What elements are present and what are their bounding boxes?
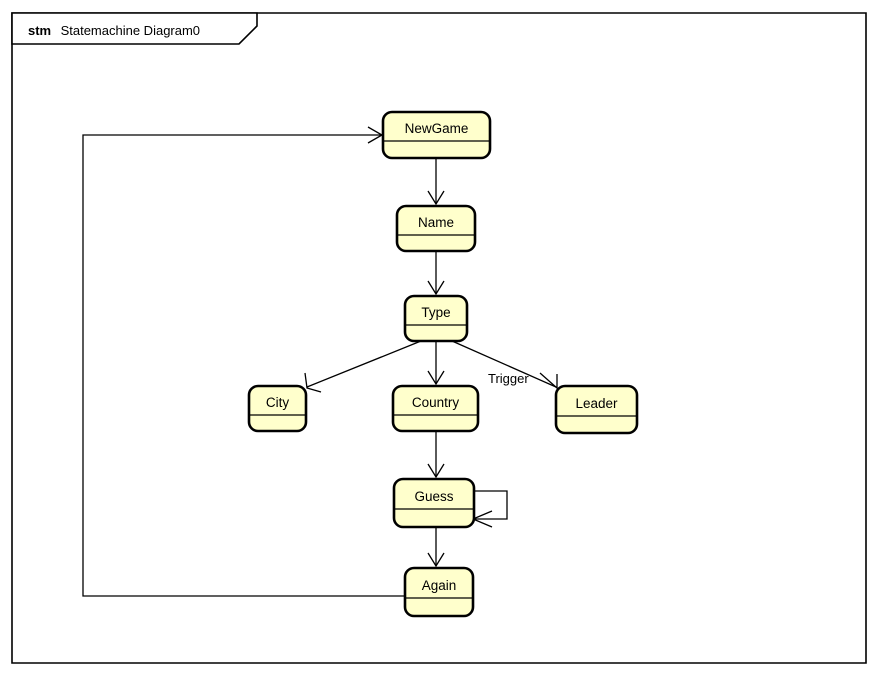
arrowhead-icon [427, 370, 445, 386]
transition-line-again-to-newgame [82, 134, 405, 597]
arrowhead-icon [427, 552, 445, 568]
arrowhead-icon [427, 463, 445, 479]
transitions-layer: Trigger [82, 126, 558, 597]
state-node-name[interactable]: Name [395, 204, 477, 253]
state-label-city: City [266, 395, 289, 410]
arrowhead-icon [427, 190, 445, 206]
state-label-type: Type [421, 305, 450, 320]
transition-line-guess-self [474, 490, 508, 520]
arrowhead-icon [539, 372, 558, 390]
state-label-leader: Leader [575, 396, 618, 411]
frame-label: stm Statemachine Diagram0 [28, 22, 200, 39]
frame-label-tab [11, 12, 258, 45]
state-node-country[interactable]: Country [391, 384, 480, 433]
state-node-newgame[interactable]: NewGame [381, 110, 492, 160]
state-label-guess: Guess [414, 489, 453, 504]
state-node-type[interactable]: Type [403, 294, 469, 343]
state-node-guess[interactable]: Guess [392, 477, 476, 529]
transition-label-type-to-leader: Trigger [488, 371, 529, 386]
transition-line-type-to-city [306, 340, 422, 388]
transition-line-type-to-leader [451, 340, 557, 388]
state-label-again: Again [422, 578, 457, 593]
transition-type-to-city[interactable] [304, 340, 422, 393]
frame-label-kind: stm [28, 23, 51, 38]
state-node-city[interactable]: City [247, 384, 308, 433]
transition-name-to-type[interactable] [427, 251, 445, 296]
transition-newgame-to-name[interactable] [427, 158, 445, 206]
state-node-again[interactable]: Again [403, 566, 475, 618]
diagram-frame: stm Statemachine Diagram0 [11, 12, 867, 664]
arrowhead-icon [304, 372, 322, 393]
transition-guess-self[interactable] [471, 490, 508, 528]
arrowhead-icon [427, 280, 445, 296]
state-label-name: Name [418, 215, 454, 230]
state-node-leader[interactable]: Leader [554, 384, 639, 435]
frame-border [11, 12, 867, 664]
transition-type-to-leader[interactable]: Trigger [451, 340, 558, 390]
state-label-country: Country [412, 395, 460, 410]
transition-type-to-country[interactable] [427, 341, 445, 386]
state-label-newgame: NewGame [405, 121, 469, 136]
transition-guess-to-again[interactable] [427, 527, 445, 568]
transition-country-to-guess[interactable] [427, 432, 445, 479]
transition-again-to-newgame[interactable] [82, 126, 405, 597]
frame-label-name: Statemachine Diagram0 [61, 23, 200, 38]
